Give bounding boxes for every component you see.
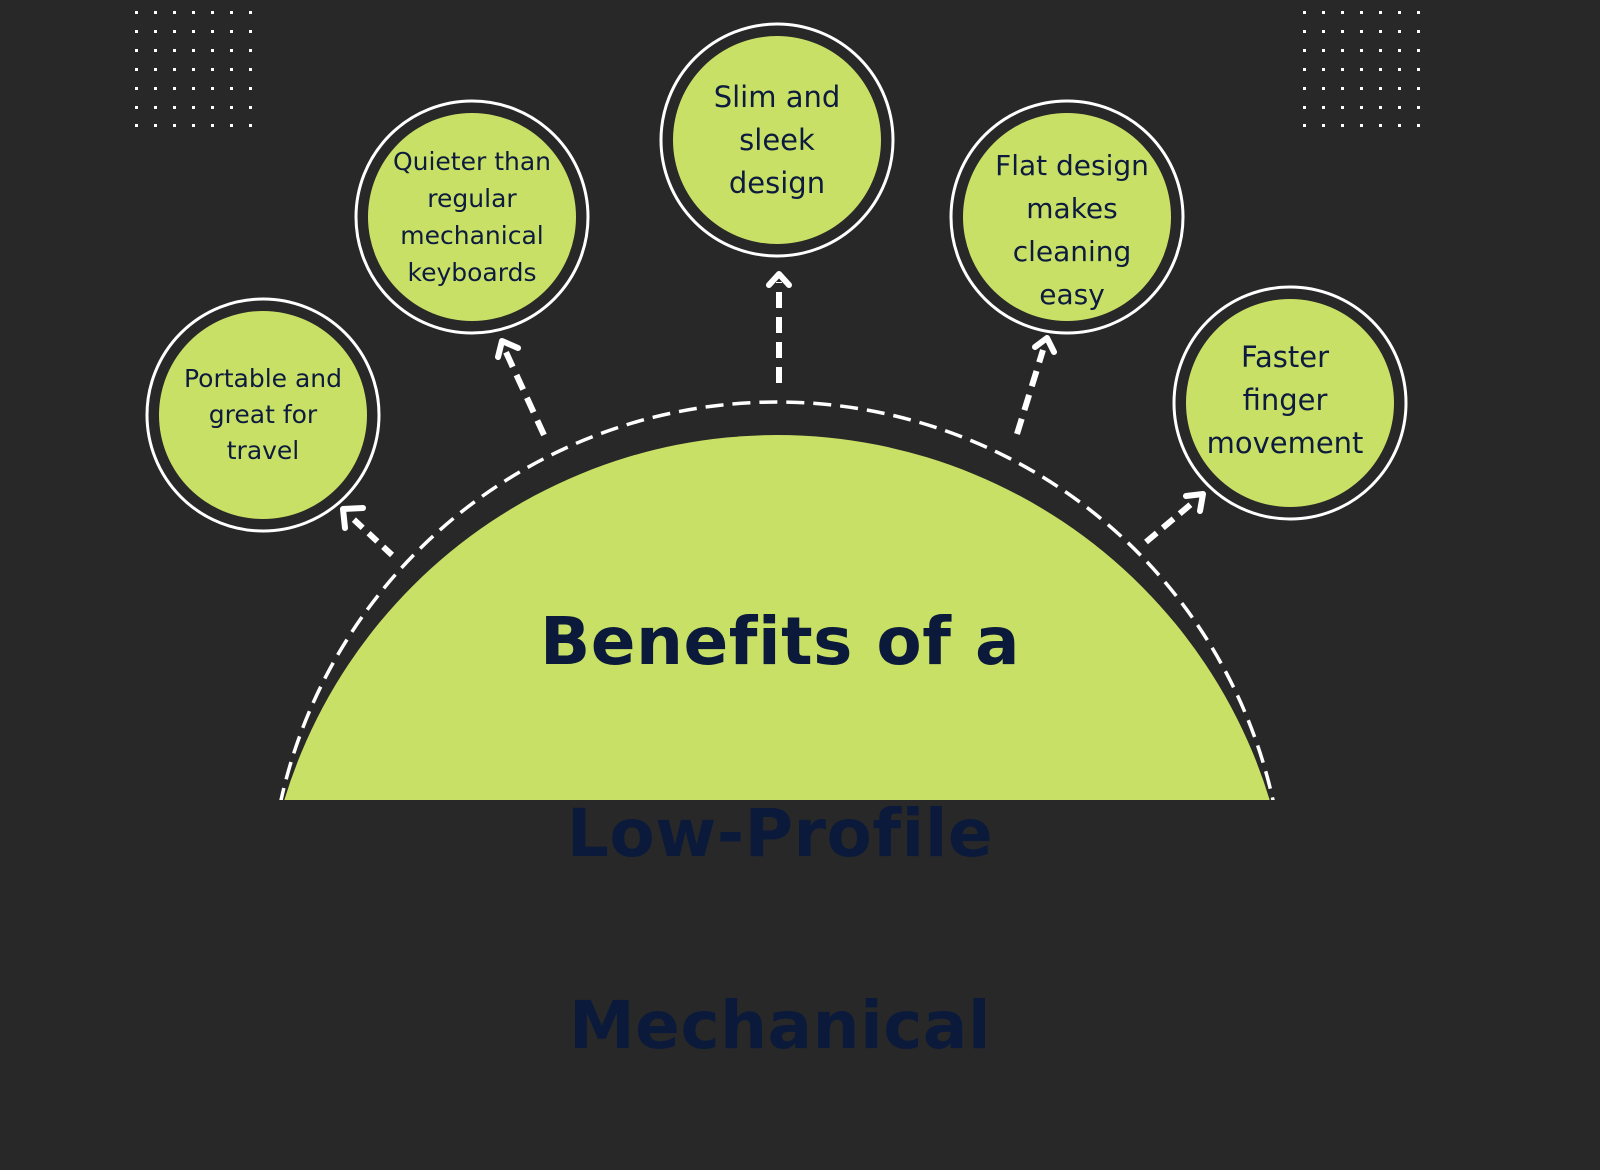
benefit-label-quieter: Quieter than regular mechanical keyboard…: [392, 147, 552, 287]
dashed-arrow-icon-3: [766, 271, 792, 383]
dashed-arrow-icon-2: [495, 338, 547, 437]
title-line-1: Benefits of a: [539, 603, 1021, 680]
infographic: Portable and great for travel Quieter th…: [135, 11, 1420, 1064]
benefit-bubble-4: [949, 99, 1185, 335]
title-semicircle: [284, 435, 1270, 800]
dashed-arrow-icon-5: [1144, 491, 1206, 545]
benefit-bubble-2: [354, 99, 590, 335]
diagram-graphics: [135, 11, 1420, 800]
title-line-3: Mechanical: [569, 987, 991, 1064]
diagram-title: Benefits of a Low-Profile Mechanical: [470, 498, 1090, 1170]
benefit-label-faster: Faster finger movement: [1206, 339, 1364, 460]
dashed-arrow-icon-1: [340, 505, 395, 558]
dot-grid-right-icon: [1303, 11, 1420, 127]
dashed-arrow-icon-4: [1014, 335, 1057, 435]
dot-grid-left-icon: [135, 11, 252, 127]
benefit-label-slim: Slim and sleek design: [713, 79, 841, 200]
dashed-orbit-ring: [279, 400, 1275, 800]
benefit-bubble-3: [659, 22, 895, 258]
benefit-label-flat: Flat design makes cleaning easy: [995, 149, 1149, 311]
benefit-bubble-5: [1172, 285, 1408, 521]
benefit-bubble-1: [145, 297, 381, 533]
benefit-label-portable: Portable and great for travel: [183, 364, 343, 465]
title-line-2: Low-Profile: [566, 795, 994, 872]
